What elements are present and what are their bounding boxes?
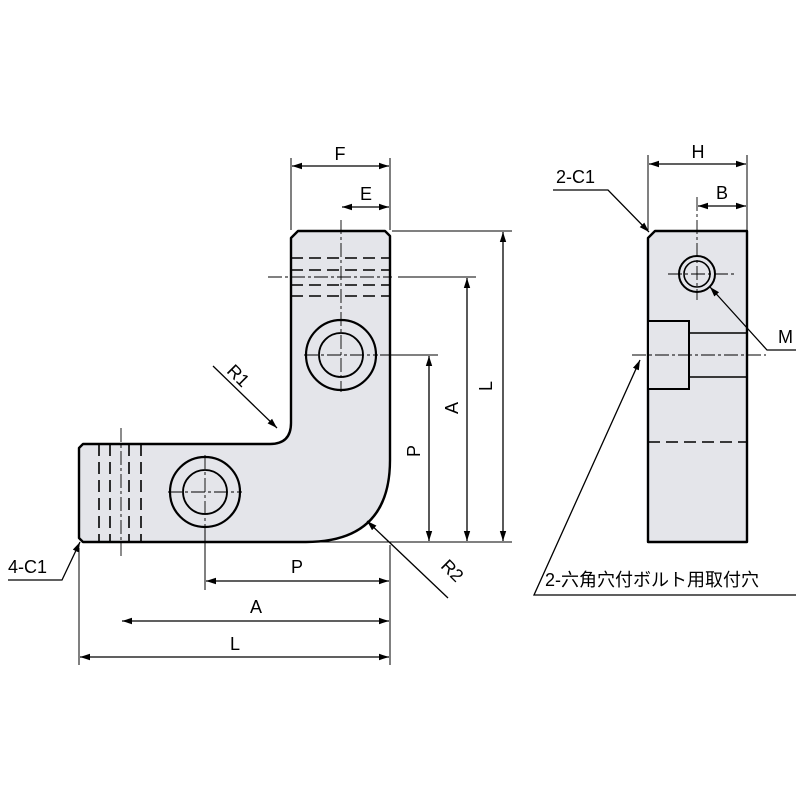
- dimension-label-l-vertical: L: [476, 381, 496, 391]
- leader-r1: [212, 365, 278, 429]
- front-view: [77, 220, 392, 556]
- hex-socket-hole-note: 2-六角穴付ボルト用取付穴: [545, 570, 759, 590]
- leader-hex-socket-hole: [532, 359, 796, 596]
- chamfer-label-4-c1: 4-C1: [8, 557, 47, 577]
- side-view: [632, 197, 766, 544]
- chamfer-label-2-c1: 2-C1: [556, 167, 595, 187]
- dimension-label-a-vertical: A: [442, 402, 462, 414]
- dimensions-side: H B 2-C1 M 2-六角穴付ボルト用取付穴: [532, 142, 796, 596]
- dimensions-front: F E L A P P A L R1 R2: [8, 144, 512, 665]
- side-view-body: [646, 229, 749, 544]
- leader-2-c1: [553, 189, 650, 233]
- dimension-label-b: B: [716, 183, 728, 203]
- thread-label-m: M: [778, 327, 793, 347]
- dimension-label-f: F: [335, 144, 346, 164]
- radius-label-r2: R2: [437, 556, 467, 586]
- dimension-label-h: H: [692, 142, 705, 162]
- leader-r2: [366, 520, 449, 599]
- dimension-label-p-horizontal: P: [291, 557, 303, 577]
- dimension-label-p-vertical: P: [404, 445, 424, 457]
- dimension-label-l-horizontal: L: [230, 634, 240, 654]
- dimension-label-e: E: [360, 184, 372, 204]
- dimension-label-a-horizontal: A: [250, 597, 262, 617]
- leader-4-c1: [8, 541, 81, 581]
- leader-m: [709, 286, 796, 351]
- l-bracket-body: [77, 229, 392, 544]
- radius-label-r1: R1: [223, 361, 253, 391]
